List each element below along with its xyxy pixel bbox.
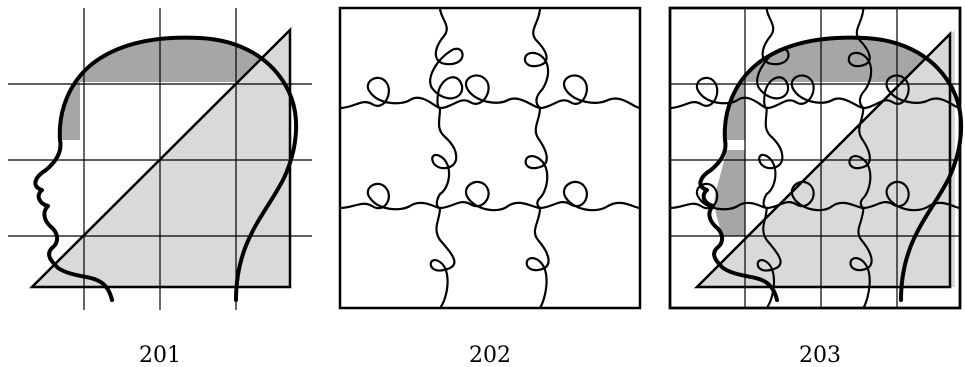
figure-201: 201 (8, 8, 312, 367)
figure-202-label: 202 (469, 343, 511, 367)
figure-203-label: 203 (799, 343, 841, 367)
figure-203: 203 (670, 8, 961, 367)
puzzle-frame (340, 8, 640, 308)
figure-201-label: 201 (139, 343, 181, 367)
figure-202: 202 (340, 8, 640, 367)
